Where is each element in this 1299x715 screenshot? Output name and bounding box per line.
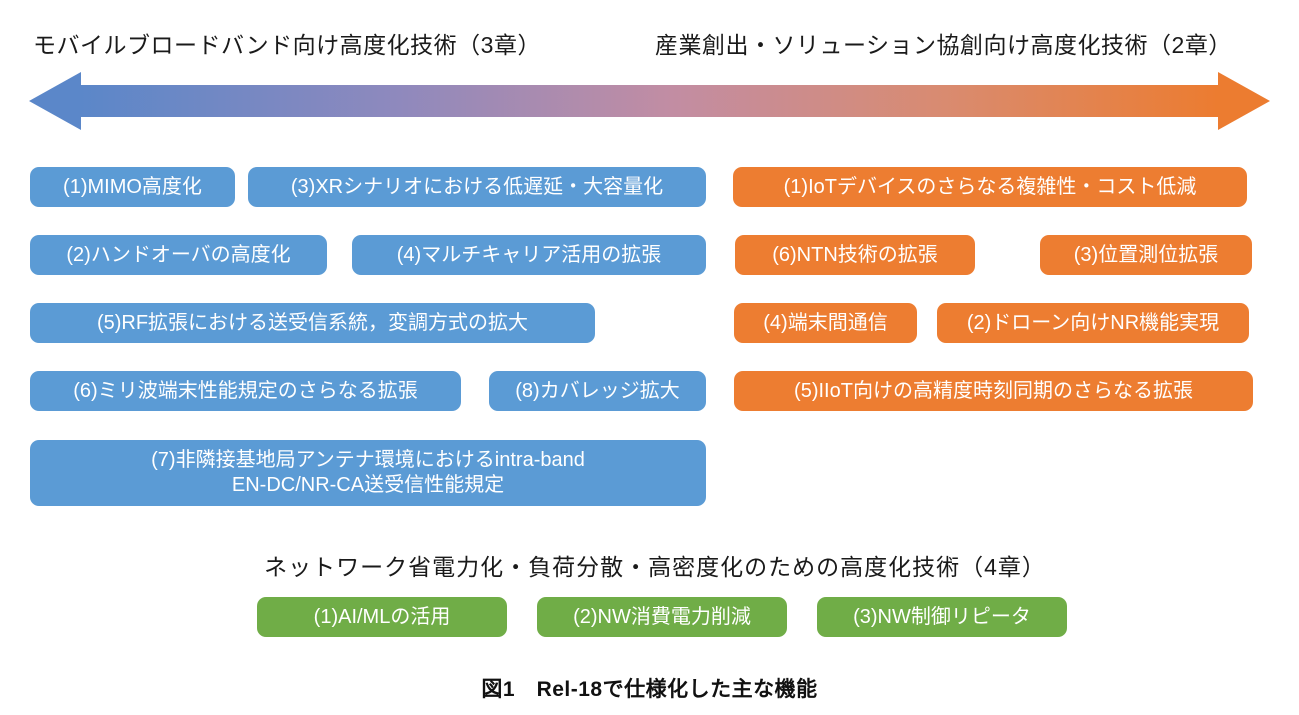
arrow-left-head-icon <box>29 72 81 130</box>
feature-box-intraband-endc: (7)非隣接基地局アンテナ環境におけるintra-band EN-DC/NR-C… <box>30 440 706 506</box>
feature-box-mmwave: (6)ミリ波端末性能規定のさらなる拡張 <box>30 371 461 411</box>
feature-box-positioning: (3)位置測位拡張 <box>1040 235 1252 275</box>
gradient-arrow-shaft <box>81 85 1218 117</box>
feature-box-coverage: (8)カバレッジ拡大 <box>489 371 706 411</box>
feature-box-nw-power: (2)NW消費電力削減 <box>537 597 787 637</box>
feature-box-ntn: (6)NTN技術の拡張 <box>735 235 975 275</box>
arrow-right-head-icon <box>1218 72 1270 130</box>
feature-box-d2d: (4)端末間通信 <box>734 303 917 343</box>
figure-caption: 図1 Rel-18で仕様化した主な機能 <box>481 678 818 701</box>
feature-box-aiml: (1)AI/MLの活用 <box>257 597 507 637</box>
feature-box-iot-cost: (1)IoTデバイスのさらなる複雑性・コスト低減 <box>733 167 1247 207</box>
feature-box-rf-expansion: (5)RF拡張における送受信系統，変調方式の拡大 <box>30 303 595 343</box>
feature-box-xr: (3)XRシナリオにおける低遅延・大容量化 <box>248 167 706 207</box>
industry-section-title: 産業創出・ソリューション協創向け高度化技術（2章） <box>655 32 1232 58</box>
feature-box-nw-repeater: (3)NW制御リピータ <box>817 597 1067 637</box>
network-section-title: ネットワーク省電力化・負荷分散・高密度化のための高度化技術（4章） <box>264 554 1046 580</box>
feature-box-multicarrier: (4)マルチキャリア活用の拡張 <box>352 235 706 275</box>
feature-box-mimo: (1)MIMO高度化 <box>30 167 235 207</box>
feature-box-drone-nr: (2)ドローン向けNR機能実現 <box>937 303 1249 343</box>
mbb-section-title: モバイルブロードバンド向け高度化技術（3章） <box>33 32 541 58</box>
feature-box-handover: (2)ハンドオーバの高度化 <box>30 235 327 275</box>
feature-box-iiot-timing: (5)IIoT向けの高精度時刻同期のさらなる拡張 <box>734 371 1253 411</box>
